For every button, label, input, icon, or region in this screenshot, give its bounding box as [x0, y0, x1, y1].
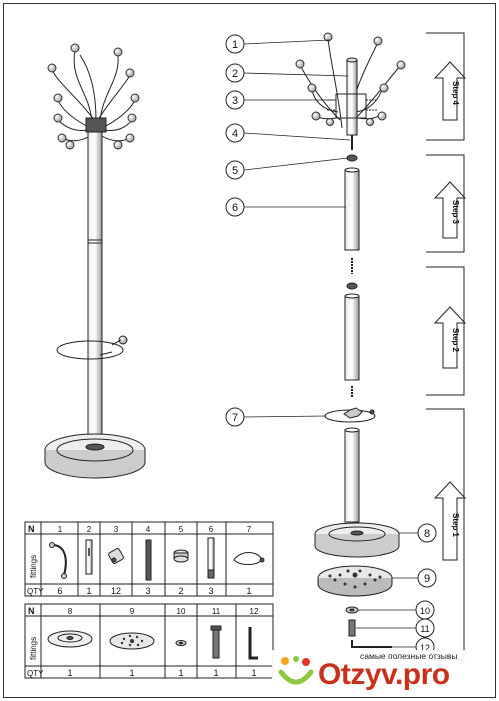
callout-8 [417, 523, 437, 543]
callout-2 [225, 63, 245, 83]
bottom-part-qty: 1 [251, 668, 256, 678]
callout-7 [225, 407, 245, 427]
bottom-part-number: 12 [250, 607, 259, 616]
bottom-part-qty: 1 [213, 668, 218, 678]
watermark-tagline: самые полезные отзывы [360, 651, 458, 661]
table-row-headers: N fittings QTY N fittings QTY [27, 524, 44, 678]
callout-label-5: 5 [232, 165, 238, 177]
parts-table-bottom [24, 603, 274, 679]
top-part-qty: 6 [57, 586, 62, 596]
exploded-view [295, 32, 406, 648]
bottom-part-number: 10 [177, 607, 186, 616]
fitting-icons-bottom [47, 625, 258, 660]
top-part-number: 2 [87, 525, 92, 534]
top-table-values: 1 2 3 4 5 6 7 6 1 12 3 2 3 1 [57, 525, 251, 596]
page-frame [3, 3, 496, 698]
callout-numbers: 1 2 3 4 5 6 7 8 9 10 11 12 [232, 39, 430, 653]
bottom-part-number: 8 [68, 607, 73, 616]
callout-1 [225, 34, 245, 54]
callout-6 [225, 197, 245, 217]
top-n-header: N [28, 524, 35, 534]
callout-label-8: 8 [424, 528, 430, 540]
callout-3 [225, 90, 245, 110]
nut-icon [173, 549, 189, 563]
step-labels: Step 4 Step 3 Step 2 Step 1 [451, 81, 460, 538]
step-4-arrow [433, 61, 467, 121]
callout-label-6: 6 [232, 202, 238, 214]
callout-label-3: 3 [232, 95, 238, 107]
top-part-number: 4 [146, 525, 151, 534]
screw-icon [108, 548, 124, 564]
step-4-label: Step 4 [451, 81, 460, 106]
step-2-label: Step 2 [451, 328, 460, 353]
step-1-arrow [433, 481, 467, 561]
callout-11 [415, 618, 435, 638]
callout-9 [417, 568, 437, 588]
callout-label-4: 4 [232, 128, 238, 140]
parts-table-top [24, 521, 274, 597]
callout-label-10: 10 [420, 606, 430, 616]
callout-label-11: 11 [420, 624, 429, 634]
pole-tube-icon [207, 537, 215, 579]
bottom-part-qty: 1 [129, 668, 134, 678]
hex-key-icon [248, 627, 258, 660]
step-3-arrow [433, 181, 467, 239]
umbrella-ring-icon [233, 552, 265, 565]
top-cap-icon [85, 539, 93, 575]
step-arrows [433, 61, 467, 561]
top-part-qty: 3 [208, 586, 213, 596]
top-part-qty: 3 [145, 586, 150, 596]
bottom-part-qty: 1 [67, 668, 72, 678]
assembled-coat-stand [44, 43, 146, 479]
step-3-label: Step 3 [451, 200, 460, 225]
top-part-number: 3 [114, 525, 119, 534]
bottom-part-number: 9 [130, 607, 135, 616]
top-part-qty: 12 [111, 586, 121, 596]
top-part-number: 5 [179, 525, 184, 534]
callout-label-7: 7 [232, 412, 238, 424]
step-1-label: Step 1 [451, 513, 460, 538]
threaded-rod-icon [145, 539, 152, 581]
bolt-icon [210, 625, 222, 659]
base-plate-icon [109, 632, 155, 650]
callout-label-2: 2 [232, 68, 238, 80]
washer-icon [175, 640, 187, 646]
bottom-n-header: N [28, 606, 35, 616]
otzyv-logo-icon [278, 656, 314, 685]
bottom-qty-header: QTY [27, 669, 44, 678]
callout-5 [225, 160, 245, 180]
callout-4 [225, 123, 245, 143]
top-part-qty: 1 [86, 586, 91, 596]
bottom-part-number: 11 [212, 607, 221, 616]
fitting-icons-top [49, 537, 265, 581]
base-icon [47, 630, 93, 648]
callout-label-12: 12 [420, 643, 430, 653]
top-fittings-header: fittings [29, 555, 38, 578]
bottom-part-qty: 1 [178, 668, 183, 678]
callout-label-9: 9 [424, 573, 430, 585]
hook-arm-icon [49, 542, 67, 579]
bottom-fittings-header: fittings [29, 637, 38, 660]
top-part-number: 6 [209, 525, 214, 534]
watermark-name[interactable]: Otzyv.pro [318, 658, 450, 691]
step-2-arrow [433, 306, 467, 369]
top-part-qty: 2 [178, 586, 183, 596]
callout-label-1: 1 [232, 39, 238, 51]
bottom-table-values: 8 9 10 11 12 1 1 1 1 1 [67, 607, 259, 678]
top-part-number: 1 [58, 525, 63, 534]
top-part-number: 7 [247, 525, 252, 534]
top-qty-header: QTY [27, 587, 44, 596]
top-part-qty: 1 [246, 586, 251, 596]
callout-leaders [243, 39, 418, 648]
